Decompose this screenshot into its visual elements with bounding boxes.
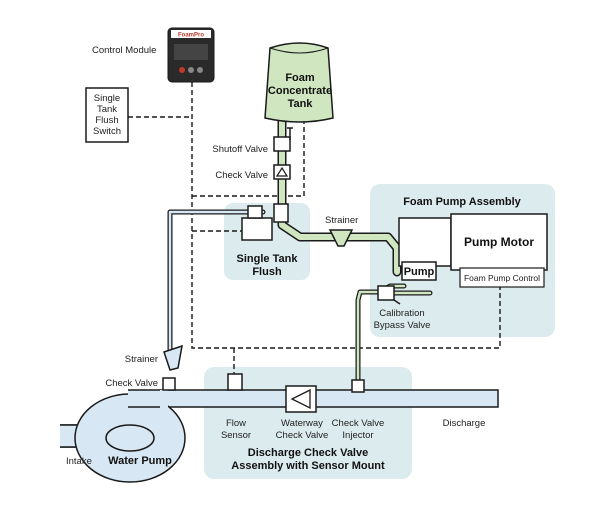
flow-sensor-icon bbox=[227, 373, 243, 391]
discharge-label: Discharge bbox=[443, 418, 486, 429]
strainer-top-icon bbox=[328, 229, 354, 247]
discharge-assembly-label-2: Assembly with Sensor Mount bbox=[231, 460, 385, 472]
flush-switch-label-1: Single bbox=[94, 93, 120, 104]
discharge-pipe bbox=[159, 389, 499, 408]
pump-assembly-title: Foam Pump Assembly bbox=[403, 196, 521, 208]
flush-switch-label-3: Flush bbox=[95, 115, 118, 126]
check-valve-injector-icon bbox=[351, 379, 365, 393]
intake-label: Intake bbox=[66, 456, 92, 467]
shutoff-valve-label: Shutoff Valve bbox=[212, 144, 268, 155]
single-tank-flush-label-2: Flush bbox=[252, 266, 282, 278]
single-tank-flush-label-1: Single Tank bbox=[237, 253, 299, 265]
check-valve-left-label: Check Valve bbox=[105, 378, 158, 389]
waterway-check-valve-icon bbox=[285, 385, 317, 413]
flush-switch-label-4: Switch bbox=[93, 126, 121, 137]
flow-sensor-label-2: Sensor bbox=[221, 430, 251, 441]
shutoff-valve-icon bbox=[273, 136, 291, 152]
water-pump-impeller bbox=[105, 424, 155, 452]
cv-injector-label-2: Injector bbox=[342, 430, 373, 441]
pump-motor-end bbox=[398, 217, 452, 267]
tank-label-2: Concentrate bbox=[268, 85, 332, 97]
flush-switch-label-2: Tank bbox=[97, 104, 117, 115]
check-valve-top-label: Check Valve bbox=[215, 170, 268, 181]
pump-control-label: Foam Pump Control bbox=[464, 273, 540, 283]
strainer-left-icon bbox=[163, 344, 183, 371]
strainer-left-label: Strainer bbox=[125, 354, 158, 365]
control-wiring bbox=[128, 82, 501, 374]
discharge-assembly-label-1: Discharge Check Valve bbox=[248, 447, 368, 459]
flush-tee-icon bbox=[273, 203, 289, 223]
waterway-label-2: Check Valve bbox=[276, 430, 329, 441]
pump-box bbox=[401, 261, 437, 281]
check-valve-left-icon bbox=[162, 377, 176, 391]
strainer-top-label: Strainer bbox=[325, 215, 358, 226]
flow-sensor-label-1: Flow bbox=[226, 418, 246, 429]
foam-tank bbox=[264, 42, 334, 123]
waterway-label-1: Waterway bbox=[281, 418, 323, 429]
cv-injector-label-1: Check Valve bbox=[332, 418, 385, 429]
calibration-valve-icon bbox=[377, 285, 395, 301]
module-brand: FoamPro bbox=[178, 33, 204, 39]
pump-label: Pump bbox=[404, 266, 435, 278]
control-module-label: Control Module bbox=[92, 45, 156, 56]
calibration-label-1: Calibration bbox=[379, 308, 424, 319]
pump-motor-label: Pump Motor bbox=[464, 235, 534, 249]
calibration-label-2: Bypass Valve bbox=[374, 320, 431, 331]
tank-label-3: Tank bbox=[288, 98, 314, 110]
flush-switch-box bbox=[85, 87, 129, 143]
tank-label-1: Foam bbox=[285, 72, 315, 84]
flush-valve-body bbox=[241, 217, 273, 241]
pump-control-box bbox=[459, 267, 545, 288]
water-pump-label: Water Pump bbox=[108, 455, 172, 467]
